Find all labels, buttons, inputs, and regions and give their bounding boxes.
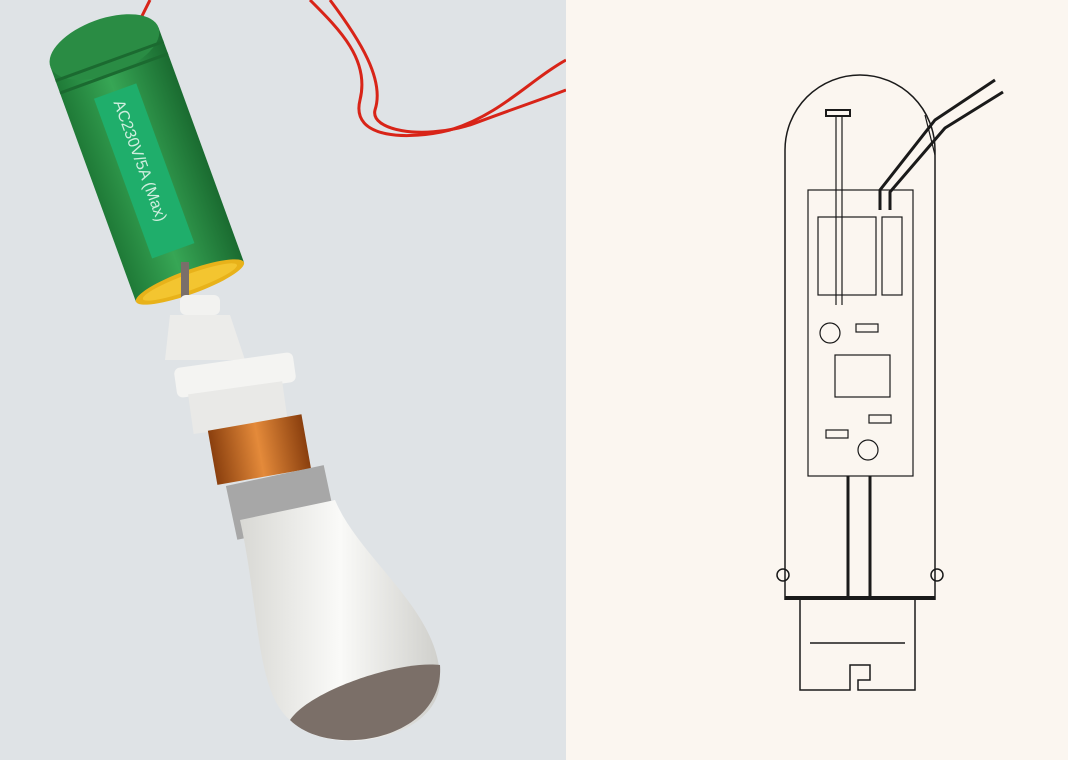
ic-chip — [834, 354, 891, 398]
mains-wire — [878, 78, 996, 210]
capacitor — [819, 322, 841, 344]
mains-wire — [888, 90, 1004, 210]
led-bulb — [240, 500, 441, 741]
screw-icon — [930, 568, 944, 582]
resistor — [825, 429, 849, 439]
rating-label — [93, 83, 195, 259]
drawing-panel — [566, 0, 1068, 760]
bulb-dome — [290, 664, 441, 741]
wire — [328, 0, 567, 134]
green-cylinder-enclosure: AC230V/5A (Max) — [49, 14, 245, 305]
photo-panel: AC230V/5A (Max) — [0, 0, 567, 760]
resistor — [868, 414, 892, 424]
bayonet-cap — [799, 600, 916, 691]
drawing-background — [566, 0, 1068, 760]
capacitor — [857, 439, 879, 461]
circuit-board — [807, 189, 914, 477]
enclosure-outline — [784, 74, 936, 600]
screw-icon — [776, 568, 790, 582]
component — [881, 216, 903, 296]
relay — [817, 216, 877, 296]
rod — [181, 262, 189, 302]
lamp-holder — [165, 295, 296, 435]
wire — [308, 0, 567, 138]
resistor — [855, 323, 879, 333]
antenna-top — [825, 109, 851, 117]
